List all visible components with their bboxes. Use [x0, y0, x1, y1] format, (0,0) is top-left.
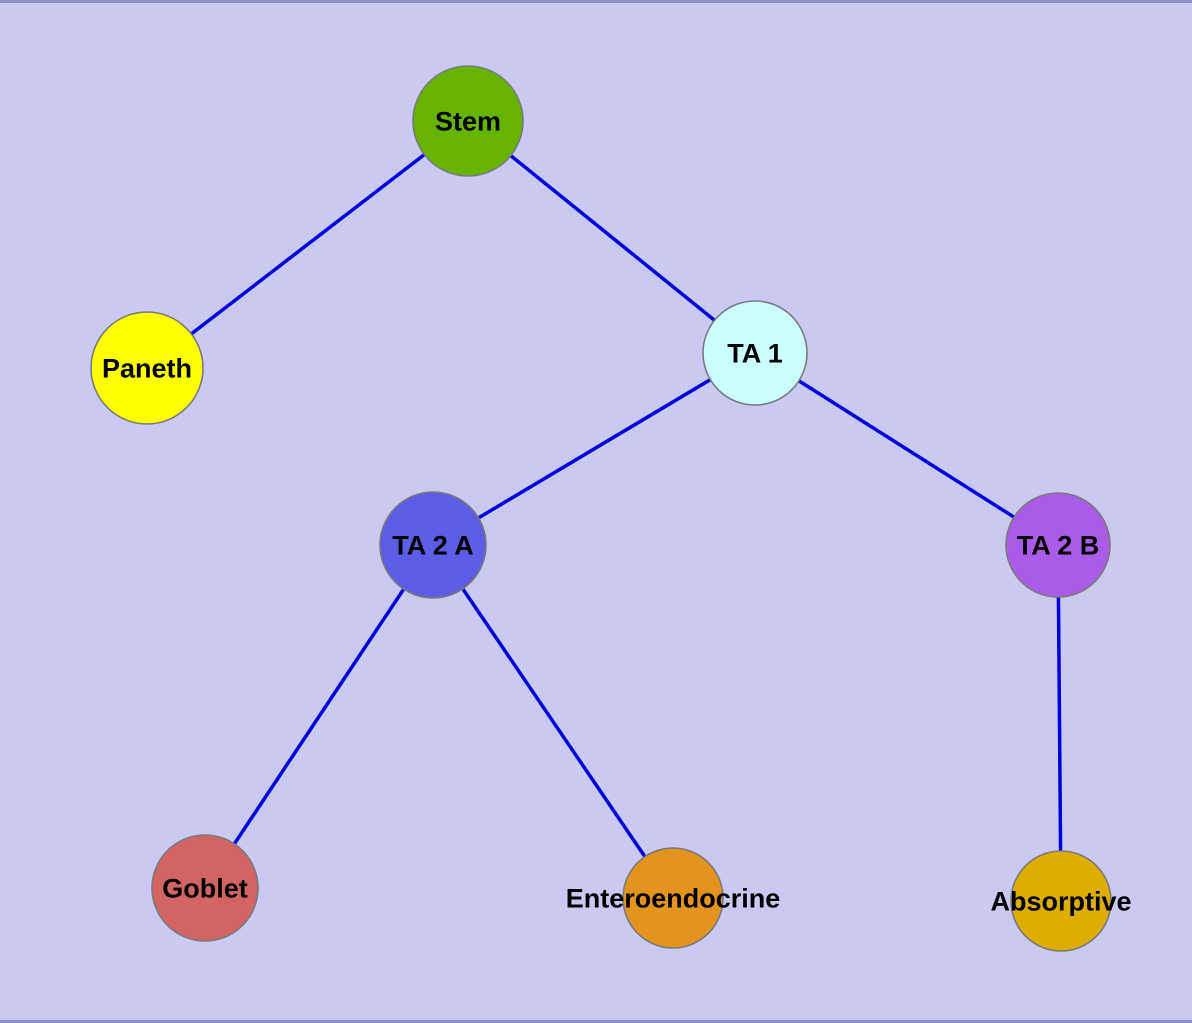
- node-enteroendocrine: [622, 847, 724, 949]
- node-label-ta1: TA 1: [727, 338, 783, 368]
- node-goblet: [151, 834, 259, 942]
- node-label-stem: Stem: [435, 106, 501, 136]
- edge-ta2a-enteroendocrine: [431, 544, 675, 899]
- edge-ta1-ta2b: [754, 351, 1059, 547]
- node-absorptive: [1010, 850, 1112, 952]
- node-label-enteroendocrine: Enteroendocrine: [566, 883, 781, 913]
- node-ta2b: [1005, 492, 1111, 598]
- node-label-ta2a: TA 2 A: [392, 530, 474, 560]
- edge-stem-paneth: [145, 119, 470, 370]
- node-label-absorptive: Absorptive: [990, 886, 1131, 916]
- node-paneth: [90, 311, 204, 425]
- node-label-goblet: Goblet: [162, 873, 248, 903]
- node-stem: [412, 65, 524, 177]
- edge-stem-ta1: [466, 119, 757, 355]
- node-ta2a: [379, 491, 487, 599]
- edge-ta1-ta2a: [432, 351, 756, 547]
- edge-ta2a-goblet: [203, 544, 435, 889]
- node-label-ta2b: TA 2 B: [1017, 530, 1100, 560]
- edges-layer: [145, 119, 1063, 902]
- node-label-paneth: Paneth: [102, 353, 192, 383]
- node-ta1: [702, 300, 808, 406]
- edge-ta2b-absorptive: [1056, 544, 1063, 902]
- nodes-layer: [90, 65, 1112, 952]
